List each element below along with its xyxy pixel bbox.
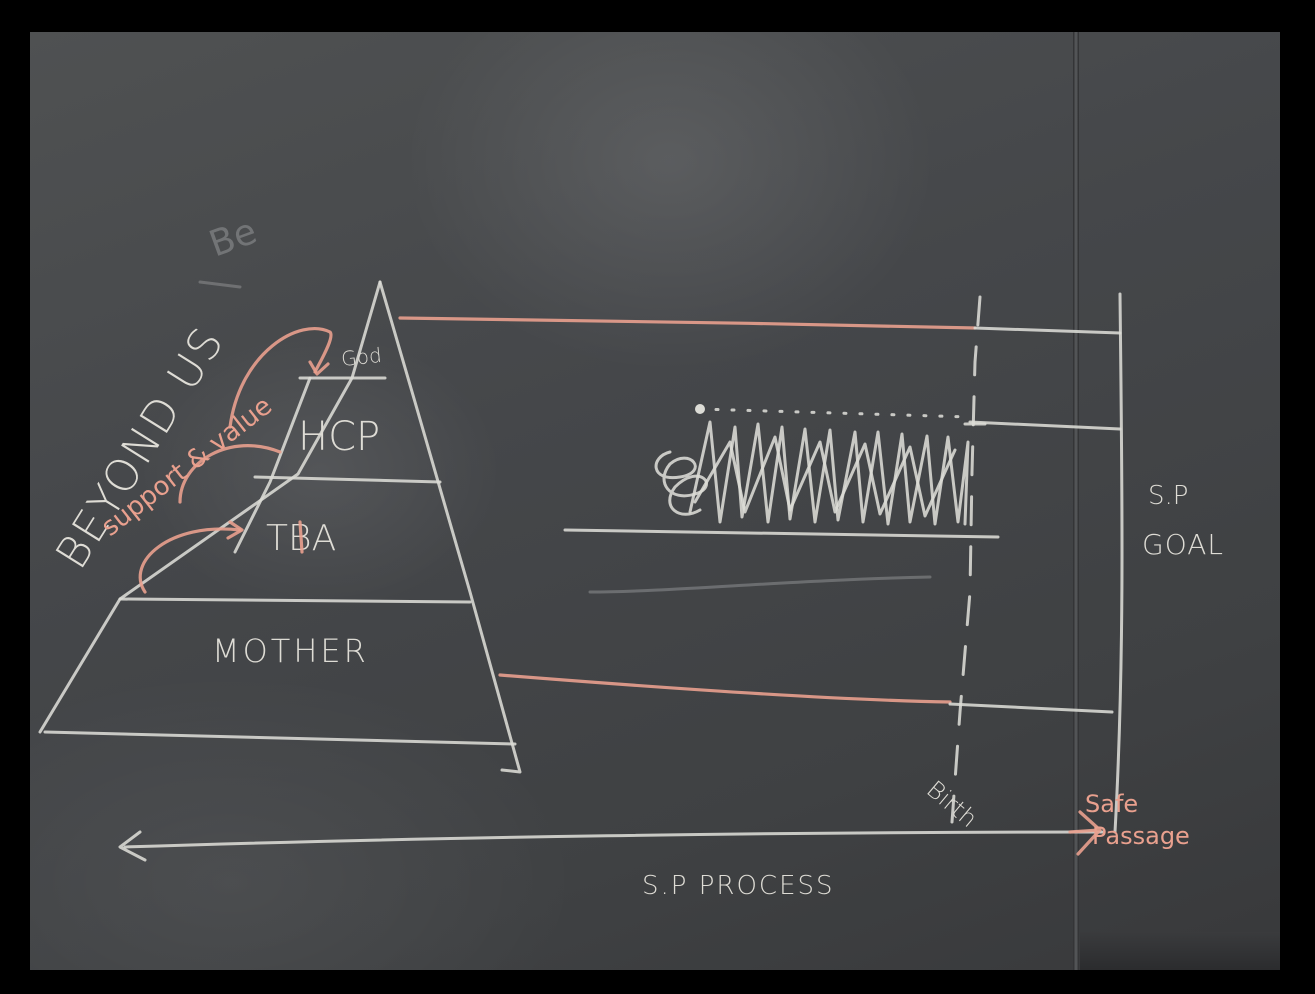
label-be: Be	[204, 211, 262, 266]
scribble-zigzag	[688, 420, 970, 526]
hcp-line-start-dot	[695, 404, 705, 414]
erased-mark-1	[588, 575, 932, 594]
tba-line-white	[563, 528, 1000, 539]
mother-line-white	[948, 702, 1114, 714]
pyramid-tier-mother-line	[118, 597, 472, 604]
pyramid-right-edge	[378, 280, 522, 774]
chalkboard: God HCP TBA MOTHER BEYOND US Be support …	[30, 32, 1280, 970]
pyramid-base-line	[43, 730, 517, 746]
label-passage: Passage	[1092, 822, 1190, 850]
label-sp-goal-2: GOAL	[1142, 528, 1224, 561]
arrow-to-hcp	[178, 444, 282, 504]
board-seam	[1073, 32, 1079, 970]
safe-passage-arrow	[1068, 810, 1102, 856]
timeline-lines	[118, 316, 1122, 862]
support-arrows	[138, 327, 333, 594]
scribble-block	[654, 420, 970, 526]
sp-goal-vertical-line	[1113, 292, 1124, 834]
label-mother: MOTHER	[212, 632, 369, 670]
mother-line-pink	[498, 673, 952, 704]
label-sp-goal-1: S.P	[1148, 481, 1188, 511]
pyramid	[38, 280, 522, 774]
hcp-line-white	[968, 420, 1122, 431]
arrow-to-god-head	[308, 360, 330, 376]
arrow-to-tba	[138, 527, 242, 594]
label-god: God	[340, 343, 383, 371]
god-line-pink	[398, 316, 977, 330]
scribble-zigzag-2	[693, 435, 957, 518]
god-line-white	[973, 326, 1122, 335]
label-sp-process: S.P PROCESS	[642, 871, 835, 901]
pink-tick-tba	[298, 520, 304, 554]
chalk-drawing: God HCP TBA MOTHER BEYOND US Be support …	[38, 211, 1224, 901]
sp-process-line	[123, 830, 1104, 849]
arrow-to-tba-head	[226, 520, 244, 540]
chalk-ledge	[1080, 932, 1280, 970]
erased-mark-2	[198, 280, 242, 289]
pyramid-tier-hcp-line	[253, 475, 442, 484]
arrow-to-god	[228, 327, 333, 429]
sp-process-arrow-head	[118, 830, 147, 862]
label-birth: Birth	[921, 775, 983, 833]
pyramid-left-edge	[38, 280, 382, 734]
scribble-loops	[654, 450, 708, 516]
pyramid-inner-left	[233, 376, 312, 554]
hcp-line-dotted	[698, 407, 972, 419]
label-safe: Safe	[1085, 790, 1138, 818]
birth-dashed-line	[950, 295, 982, 824]
label-hcp: HCP	[298, 414, 380, 460]
